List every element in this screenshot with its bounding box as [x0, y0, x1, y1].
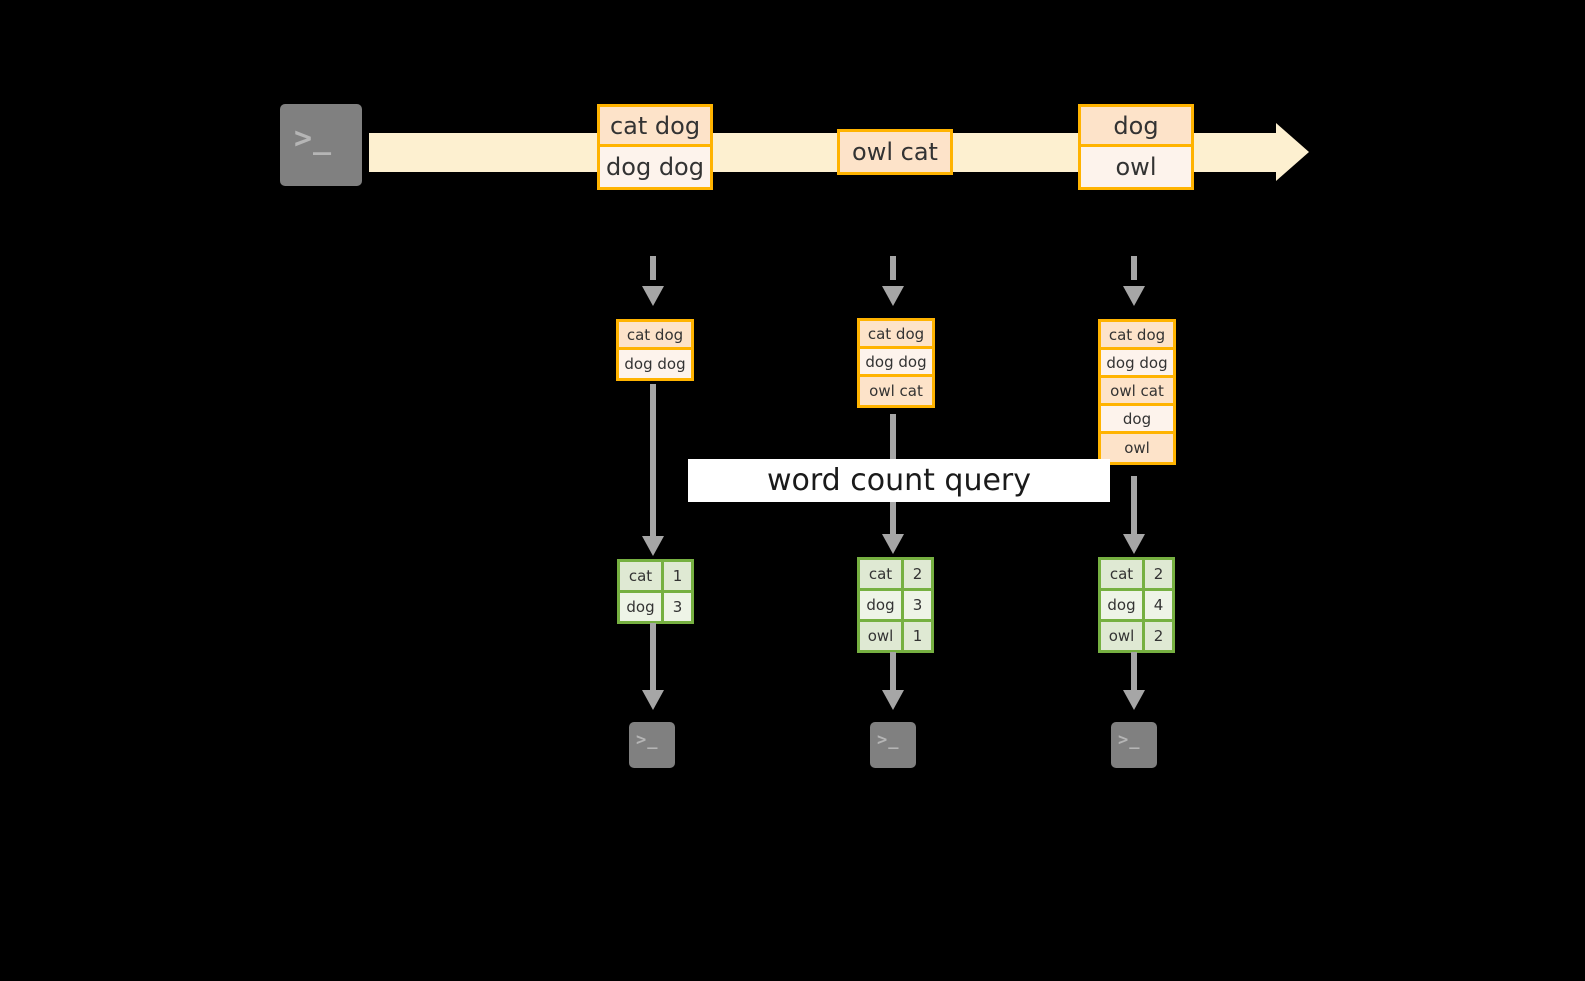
snapshot-2-input-stack: cat dog dog dog owl cat	[857, 318, 935, 408]
input-line: dog	[1101, 406, 1173, 434]
word-count-query-label: word count query	[688, 459, 1110, 502]
snapshot-1-input-stack: cat dog dog dog	[616, 319, 694, 381]
result-row: cat 2	[1101, 560, 1172, 591]
output-arrow-head-icon-2	[882, 690, 904, 710]
input-line: dog dog	[860, 349, 932, 377]
snapshot-2-result-table: cat 2 dog 3 owl 1	[857, 557, 934, 653]
result-count-cell: 1	[904, 622, 931, 650]
input-line: cat dog	[619, 322, 691, 350]
result-word-cell: dog	[620, 593, 664, 621]
terminal-screen: >_	[870, 722, 916, 768]
output-arrow-shaft-3	[1131, 652, 1137, 690]
output-arrow-shaft-2	[890, 652, 896, 690]
query-arrow-head-icon-2	[882, 534, 904, 554]
query-arrow-shaft-1	[650, 384, 656, 536]
snapshot-3-input-stack: cat dog dog dog owl cat dog owl	[1098, 319, 1176, 465]
result-word-cell: owl	[860, 622, 904, 650]
stream-message-2: owl cat	[837, 129, 953, 175]
stream-message-line: owl cat	[840, 132, 950, 172]
input-line: dog dog	[1101, 350, 1173, 378]
feed-arrow-head-icon-3	[1123, 286, 1145, 306]
output-arrow-head-icon-3	[1123, 690, 1145, 710]
input-line: dog dog	[619, 350, 691, 378]
result-row: dog 3	[860, 591, 931, 622]
snapshot-1-consumer-terminal-icon: >_	[620, 713, 684, 777]
result-row: cat 1	[620, 562, 691, 593]
terminal-prompt-glyph: >_	[1118, 730, 1141, 750]
result-word-cell: owl	[1101, 622, 1145, 650]
result-word-cell: cat	[860, 560, 904, 588]
snapshot-1-result-table: cat 1 dog 3	[617, 559, 694, 624]
result-word-cell: dog	[1101, 591, 1145, 619]
output-arrow-shaft-1	[650, 623, 656, 690]
terminal-prompt-glyph: >_	[636, 730, 659, 750]
stream-message-line: cat dog	[600, 107, 710, 147]
result-count-cell: 2	[904, 560, 931, 588]
query-arrow-head-icon-3	[1123, 534, 1145, 554]
feed-arrow-shaft-3	[1131, 256, 1137, 280]
producer-terminal-icon: >_	[271, 95, 371, 195]
stream-message-line: dog	[1081, 107, 1191, 147]
stream-message-line: owl	[1081, 147, 1191, 187]
terminal-prompt-glyph: >_	[877, 730, 900, 750]
feed-arrow-head-icon-1	[642, 286, 664, 306]
input-line: cat dog	[1101, 322, 1173, 350]
terminal-screen: >_	[280, 104, 362, 186]
result-count-cell: 2	[1145, 560, 1172, 588]
stream-message-3: dog owl	[1078, 104, 1194, 190]
input-line: cat dog	[860, 321, 932, 349]
result-row: owl 1	[860, 622, 931, 650]
terminal-prompt-glyph: >_	[294, 121, 333, 156]
result-row: dog 4	[1101, 591, 1172, 622]
result-word-cell: cat	[1101, 560, 1145, 588]
result-count-cell: 3	[904, 591, 931, 619]
query-arrow-head-icon-1	[642, 536, 664, 556]
feed-arrow-shaft-2	[890, 256, 896, 280]
result-row: owl 2	[1101, 622, 1172, 650]
query-arrow-shaft-3	[1131, 476, 1137, 534]
result-row: dog 3	[620, 593, 691, 621]
input-line: owl cat	[860, 377, 932, 405]
stream-arrow-head-icon	[1276, 123, 1309, 181]
feed-arrow-head-icon-2	[882, 286, 904, 306]
stream-message-1: cat dog dog dog	[597, 104, 713, 190]
feed-arrow-shaft-1	[650, 256, 656, 280]
output-arrow-head-icon-1	[642, 690, 664, 710]
result-count-cell: 1	[664, 562, 691, 590]
result-count-cell: 4	[1145, 591, 1172, 619]
terminal-screen: >_	[1111, 722, 1157, 768]
result-count-cell: 3	[664, 593, 691, 621]
terminal-screen: >_	[629, 722, 675, 768]
result-word-cell: cat	[620, 562, 664, 590]
result-count-cell: 2	[1145, 622, 1172, 650]
snapshot-2-consumer-terminal-icon: >_	[861, 713, 925, 777]
stream-message-line: dog dog	[600, 147, 710, 187]
snapshot-3-consumer-terminal-icon: >_	[1102, 713, 1166, 777]
snapshot-3-result-table: cat 2 dog 4 owl 2	[1098, 557, 1175, 653]
result-word-cell: dog	[860, 591, 904, 619]
result-row: cat 2	[860, 560, 931, 591]
input-line: owl	[1101, 434, 1173, 462]
input-line: owl cat	[1101, 378, 1173, 406]
